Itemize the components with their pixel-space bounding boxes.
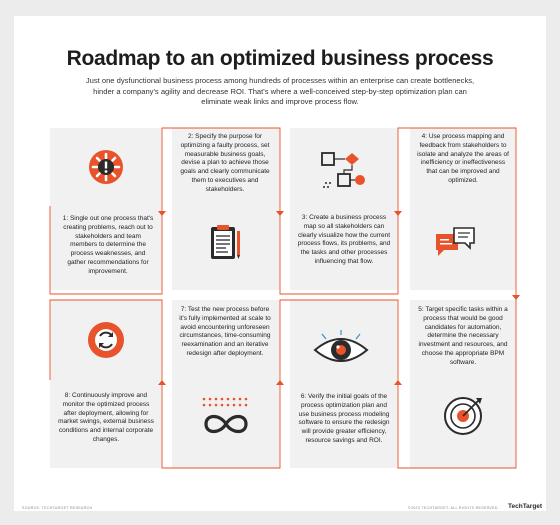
step-7-text: 7: Test the new process before it's full…	[179, 306, 271, 357]
intro-paragraph: Just one dysfunctional business process …	[85, 76, 475, 107]
step-6-text: 6: Verify the initial goals of the proce…	[298, 393, 390, 444]
page-title: Roadmap to an optimized business process	[66, 47, 494, 70]
techtarget-logo: TechTarget	[508, 503, 543, 510]
feedback-icon	[432, 224, 478, 264]
process-map-icon	[318, 150, 368, 194]
loop-icon	[198, 394, 254, 438]
footer-source: SOURCE: TECHTARGET RESEARCH	[22, 506, 93, 510]
step-5-text: 5: Target specific tasks within a proces…	[418, 306, 508, 366]
step-1-text: 1: Single out one process that's creatin…	[62, 215, 154, 275]
footer-copyright: ©2023 TECHTARGET. ALL RIGHTS RESERVED.	[408, 506, 500, 510]
target-icon	[443, 394, 485, 436]
gear-warning-icon	[88, 149, 124, 185]
refresh-icon	[86, 320, 126, 360]
step-8-text: 8: Continuously improve and monitor the …	[58, 392, 154, 443]
clipboard-icon	[204, 222, 246, 264]
step-4-text: 4: Use process mapping and feedback from…	[417, 133, 509, 184]
step-2-text: 2: Specify the purpose for optimizing a …	[180, 133, 270, 193]
step-3-text: 3: Create a business process map so all …	[297, 214, 391, 265]
eye-icon	[312, 328, 370, 372]
